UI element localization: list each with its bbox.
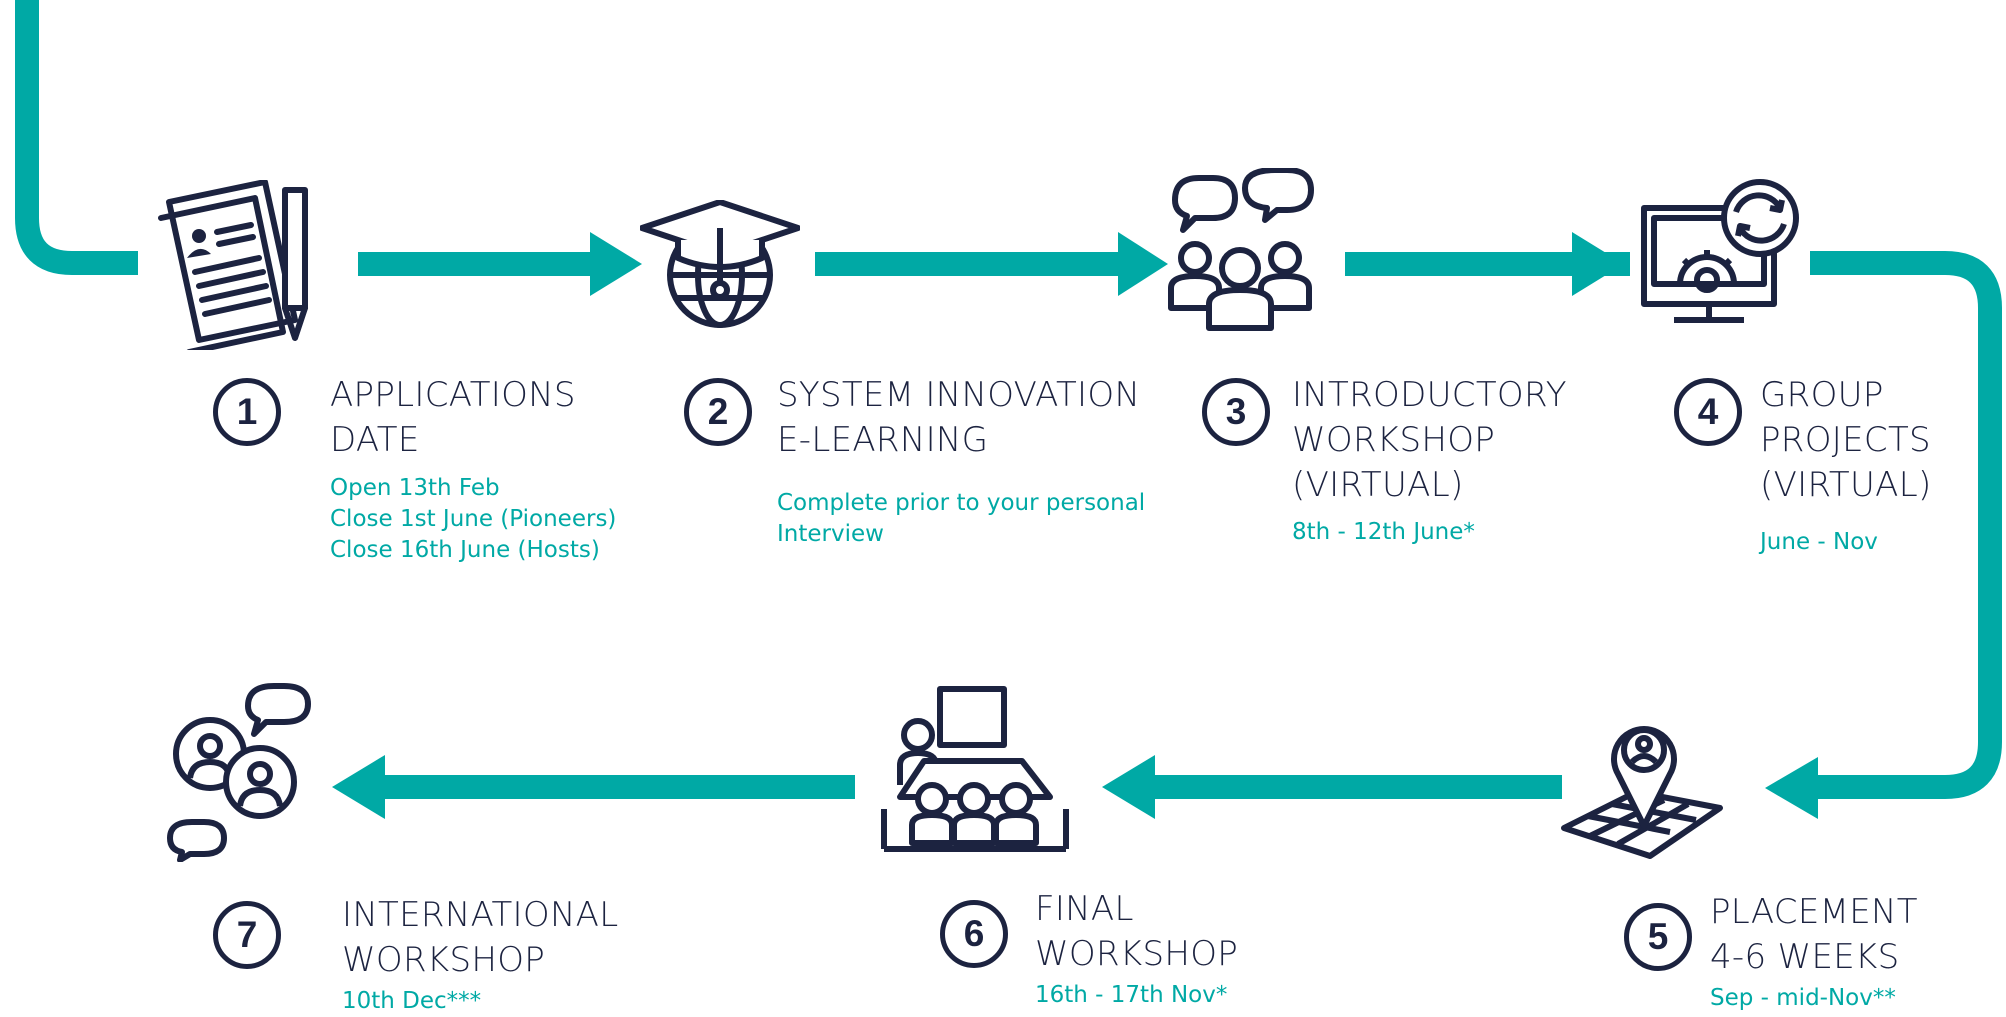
step-title-line: 4-6 WEEKS [1710, 937, 1900, 977]
step-date-line: Open 13th Feb [330, 475, 500, 501]
graduation-cap-globe-icon [640, 200, 800, 328]
application-form-pencil-icon [158, 180, 308, 350]
step-date-line: Sep - mid-Nov** [1710, 985, 1896, 1011]
step-date-line: 8th - 12th June* [1292, 519, 1475, 545]
step-title-line: FINAL [1035, 889, 1134, 929]
step-date-line: June - Nov [1760, 529, 1878, 555]
step-date-international-workshop: 10th Dec*** [342, 986, 481, 1017]
step-title-line: DATE [330, 420, 420, 460]
step-title-line: E-LEARNING [777, 420, 989, 460]
step-date-e-learning: Complete prior to your personal Intervie… [777, 488, 1145, 550]
step-title-line: WORKSHOP [1292, 420, 1496, 460]
step-title-line: (VIRTUAL) [1760, 465, 1932, 505]
step-number-2: 2 [684, 378, 752, 446]
step-title-line: INTRODUCTORY [1292, 375, 1567, 415]
step-title-introductory-workshop: INTRODUCTORY WORKSHOP (VIRTUAL) [1292, 373, 1567, 508]
map-location-pin-icon [1561, 726, 1723, 859]
arrow-5-to-6 [1102, 755, 1562, 819]
arrow-1-to-2 [358, 232, 642, 296]
step-number-6: 6 [940, 900, 1008, 968]
monitor-gear-refresh-icon [1641, 179, 1799, 323]
step-date-introductory-workshop: 8th - 12th June* [1292, 517, 1475, 548]
step-title-group-projects: GROUP PROJECTS (VIRTUAL) [1760, 373, 1932, 508]
step-title-line: (VIRTUAL) [1292, 465, 1464, 505]
group-discussion-icon [1168, 168, 1314, 331]
step-date-group-projects: June - Nov [1760, 527, 1878, 558]
step-title-final-workshop: FINAL WORKSHOP [1035, 887, 1238, 977]
step-title-line: WORKSHOP [342, 940, 546, 980]
arrow-4-to-5 [1810, 251, 2002, 799]
step-date-line: Close 16th June (Hosts) [330, 537, 600, 563]
step-title-line: SYSTEM INNOVATION [777, 375, 1141, 415]
arrow-6-to-7 [332, 755, 855, 819]
step-date-line: 16th - 17th Nov* [1035, 982, 1228, 1008]
step-date-placement: Sep - mid-Nov** [1710, 983, 1896, 1014]
step-title-line: INTERNATIONAL [342, 895, 619, 935]
step-title-line: GROUP [1760, 375, 1884, 415]
step-title-applications: APPLICATIONS DATE [330, 373, 576, 463]
step-number-3: 3 [1202, 378, 1270, 446]
step-date-line: Complete prior to your personal [777, 490, 1146, 516]
step-title-placement: PLACEMENT 4-6 WEEKS [1710, 890, 1918, 980]
step-date-line: 10th Dec*** [342, 988, 482, 1014]
arrow-2-to-3 [815, 232, 1168, 296]
step-number-7: 7 [213, 901, 281, 969]
entry-connector [15, 0, 138, 275]
step-date-line: Interview [777, 521, 884, 547]
step-date-line: Close 1st June (Pioneers) [330, 506, 617, 532]
arrow-4-to-5-head [1765, 757, 1818, 819]
step-number-1: 1 [213, 378, 281, 446]
people-conversation-icon [167, 683, 311, 862]
step-title-e-learning: SYSTEM INNOVATION E-LEARNING [777, 373, 1140, 463]
step-title-line: PLACEMENT [1710, 892, 1918, 932]
step-number-4: 4 [1674, 378, 1742, 446]
step-date-applications: Open 13th Feb Close 1st June (Pioneers) … [330, 473, 616, 566]
step-title-line: PROJECTS [1760, 420, 1931, 460]
step-title-line: APPLICATIONS [330, 375, 576, 415]
presentation-audience-icon [881, 686, 1069, 852]
step-number-5: 5 [1624, 903, 1692, 971]
step-title-line: WORKSHOP [1035, 934, 1239, 974]
arrow-3-to-4 [1345, 232, 1630, 296]
step-title-international-workshop: INTERNATIONAL WORKSHOP [342, 893, 618, 983]
step-date-final-workshop: 16th - 17th Nov* [1035, 980, 1227, 1011]
